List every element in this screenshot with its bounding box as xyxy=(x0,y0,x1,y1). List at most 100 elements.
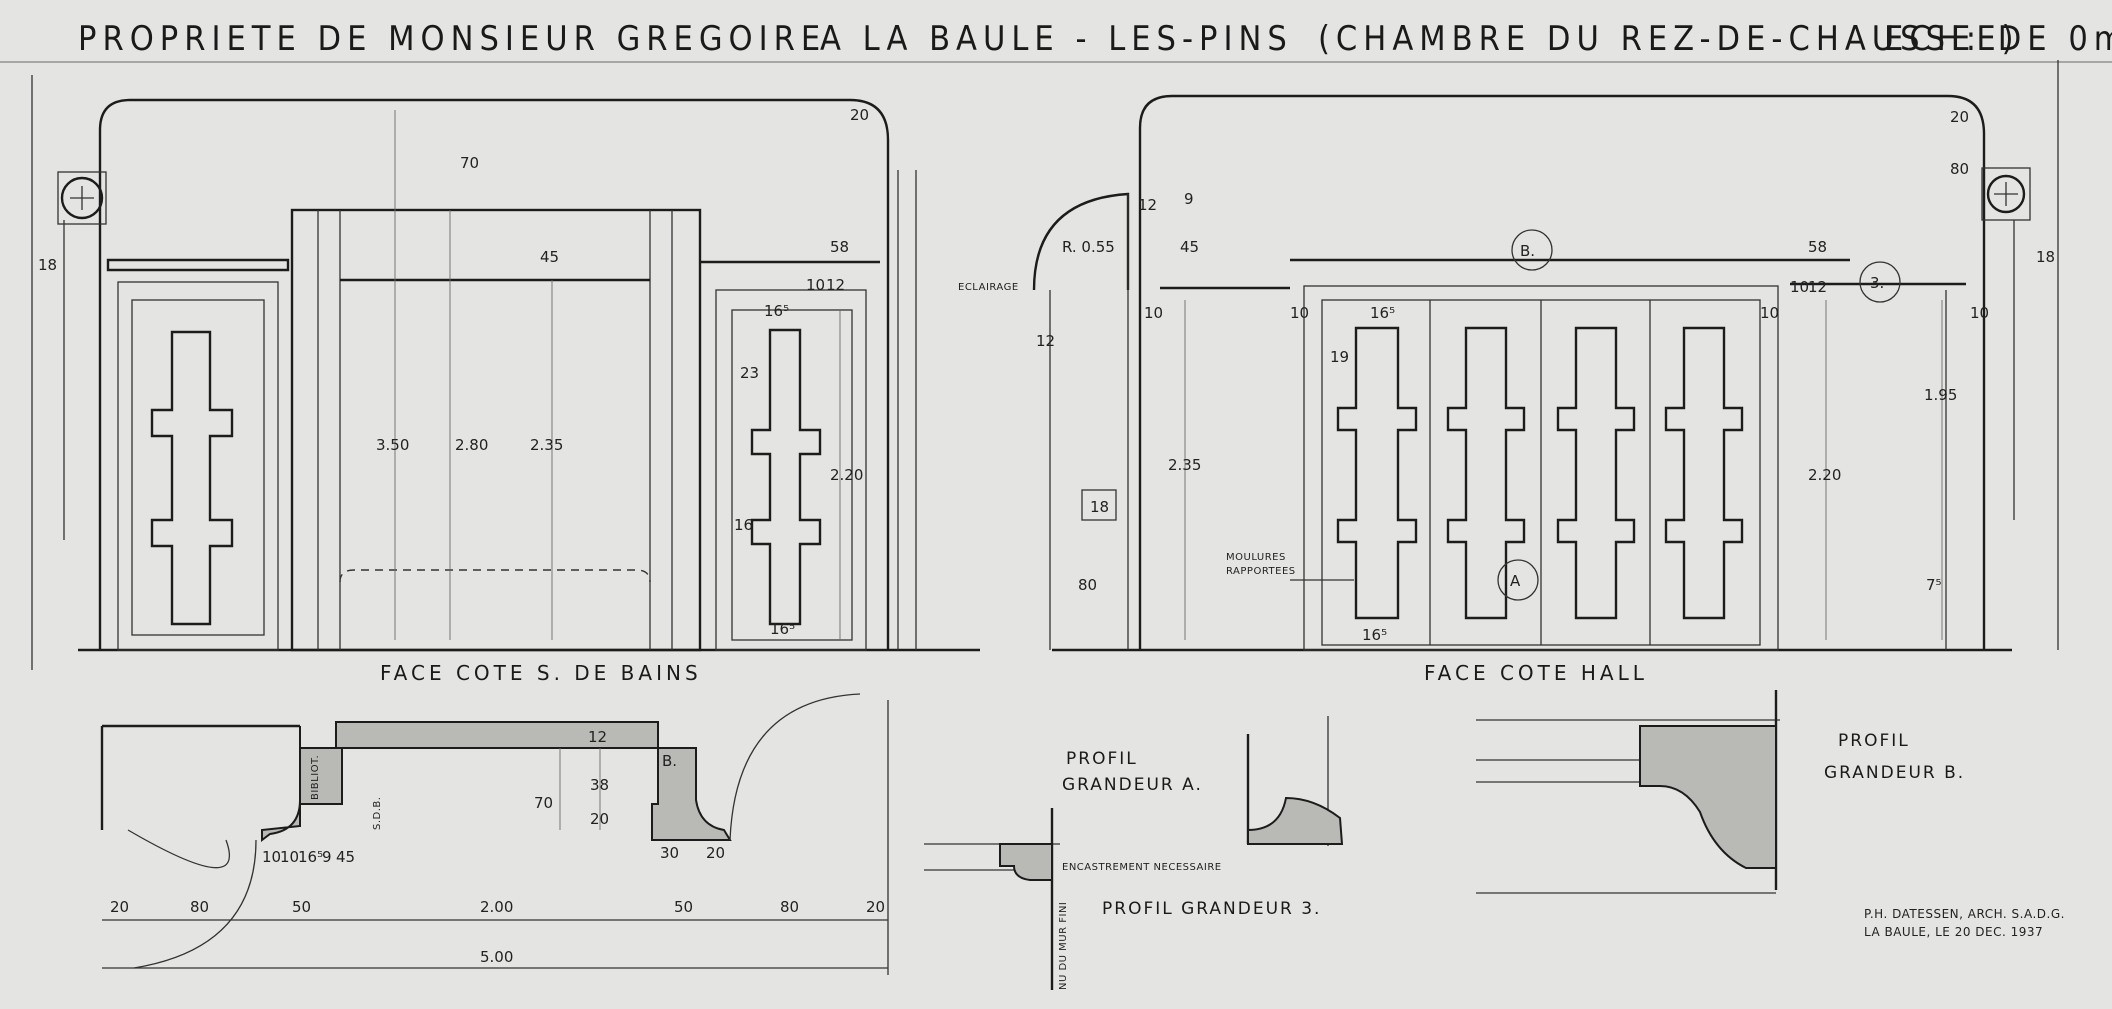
dim-220-right: 2.20 xyxy=(1808,466,1841,484)
dim-12-right: 12 xyxy=(1808,278,1827,296)
profile-3-moulding xyxy=(999,843,1053,881)
plan-dim-10-b: 10 xyxy=(280,848,299,866)
profile-b-subtitle: GRANDEUR B. xyxy=(1824,763,1965,783)
plan-door-swing-left xyxy=(127,829,231,869)
dim-350: 3.50 xyxy=(376,436,409,454)
plan-label-bibliot: BIBLIOT. xyxy=(310,755,321,800)
profile-3-encastrement: ENCASTREMENT NECESSAIRE xyxy=(1062,862,1222,873)
dim-20-top-right: 20 xyxy=(1950,108,1969,126)
dim-19: 19 xyxy=(1330,348,1349,366)
floor-plan: 20 80 50 2.00 50 80 20 5.00 12 70 38 20 … xyxy=(100,693,889,975)
plan-dim-45: 45 xyxy=(336,848,355,866)
plan-door-swing-right xyxy=(729,693,861,841)
dim-80-top-right: 80 xyxy=(1950,160,1969,178)
marker-3: 3. xyxy=(1870,274,1884,292)
left-door-leaf xyxy=(131,299,265,636)
dim-10: 10 xyxy=(806,276,825,294)
dim-10-left: 10 xyxy=(1144,304,1163,322)
marker-3-circle xyxy=(1859,261,1901,303)
light-cove xyxy=(1032,192,1130,291)
plan-dim-20-mid: 20 xyxy=(590,810,609,828)
plan-label-b: B. xyxy=(662,752,677,770)
plan-dim-50-right: 50 xyxy=(674,898,693,916)
dim-18: 18 xyxy=(38,256,57,274)
dim-10-frame-right: 10 xyxy=(1760,304,1779,322)
right-vent-circle xyxy=(1986,174,2026,214)
right-door-panel xyxy=(750,328,822,626)
plan-bed-head xyxy=(335,721,659,749)
dim-10-right: 10 xyxy=(1790,278,1809,296)
dim-70: 70 xyxy=(460,154,479,172)
wardrobe-panel-1 xyxy=(1336,326,1418,620)
profile-3: ENCASTREMENT NECESSAIRE PROFIL GRANDEUR … xyxy=(924,808,1319,990)
plan-dim-20-b: 20 xyxy=(706,844,725,862)
marker-a: A xyxy=(1510,572,1521,590)
wardrobe-panel-2 xyxy=(1446,326,1526,620)
dim-58-right: 58 xyxy=(1808,238,1827,256)
dim-10-frame: 10 xyxy=(1290,304,1309,322)
right-elevation: B. 3. A ECLAIRAGE MOULURES RAPPORTEES R.… xyxy=(958,60,2059,685)
dim-10-far-right: 10 xyxy=(1970,304,1989,322)
dim-80-right: 80 xyxy=(1078,576,1097,594)
plan-dim-50-left: 50 xyxy=(292,898,311,916)
dim-12: 12 xyxy=(826,276,845,294)
marker-a-circle xyxy=(1497,559,1539,601)
plan-dim-20-right: 20 xyxy=(866,898,885,916)
left-cornice xyxy=(106,258,290,272)
dim-165-base: 16⁵ xyxy=(1362,626,1387,644)
dim-12-left: 12 xyxy=(1036,332,1055,350)
dim-45: 45 xyxy=(540,248,559,266)
plan-dim-80-right: 80 xyxy=(780,898,799,916)
dim-18-right: 18 xyxy=(1090,498,1109,516)
dim-45-right: 45 xyxy=(1180,238,1199,256)
plan-dim-80-left: 80 xyxy=(190,898,209,916)
dim-165-right: 16⁵ xyxy=(1370,304,1395,322)
signature-block: P.H. DATESSEN, ARCH. S.A.D.G. LA BAULE, … xyxy=(1864,907,2065,939)
title-location: A LA BAULE - LES-PINS xyxy=(820,19,1293,59)
plan-dim-70-text: 70 xyxy=(534,794,553,812)
switch-plate xyxy=(1081,489,1117,521)
plan-dim-38-text: 38 xyxy=(590,776,609,794)
dim-235-right: 2.35 xyxy=(1168,456,1201,474)
left-vent-circle xyxy=(60,176,104,220)
plan-dim-30: 30 xyxy=(660,844,679,862)
right-arch-outline xyxy=(1138,94,1986,650)
title-room: (CHAMBRE DU REZ-DE-CHAUSSEE) xyxy=(1318,19,2020,59)
left-arch-outline xyxy=(98,98,890,650)
left-door-frame xyxy=(117,281,279,651)
right-vent-box xyxy=(1981,167,2031,221)
right-vent-cross xyxy=(1994,182,2018,206)
title-property: PROPRIETE DE MONSIEUR GREGOIRE xyxy=(78,19,826,59)
profile-a-subtitle: GRANDEUR A. xyxy=(1062,775,1203,795)
signature-date: LA BAULE, LE 20 DEC. 1937 xyxy=(1864,925,2043,939)
left-vent-cross xyxy=(70,186,94,210)
left-elevation: 70 45 3.50 2.80 2.35 2.20 18 58 10 12 23… xyxy=(31,75,980,685)
dim-165-top: 16⁵ xyxy=(764,302,789,320)
left-door-panel xyxy=(150,330,234,626)
niche-bed-dashed xyxy=(339,569,651,583)
plan-dim-200: 2.00 xyxy=(480,898,513,916)
profile-a-moulding xyxy=(1247,796,1344,845)
plan-dim-9: 9 xyxy=(322,848,332,866)
dim-23: 23 xyxy=(740,364,759,382)
label-moulures: MOULURES xyxy=(1226,552,1286,563)
wardrobe-panel-4 xyxy=(1664,326,1744,620)
signature-architect: P.H. DATESSEN, ARCH. S.A.D.G. xyxy=(1864,907,2065,921)
plan-bibliot-left xyxy=(261,726,301,842)
plan-dim-10-a: 10 xyxy=(262,848,281,866)
plan-dim-12: 12 xyxy=(588,728,607,746)
marker-b-circle xyxy=(1511,229,1553,271)
left-vent-box xyxy=(57,171,107,225)
dim-165-bottom: 16⁵ xyxy=(770,620,795,638)
label-rapportees: RAPPORTEES xyxy=(1226,566,1296,577)
right-door-frame xyxy=(715,289,867,651)
dim-18-far-right: 18 xyxy=(2036,248,2055,266)
dim-58: 58 xyxy=(830,238,849,256)
profile-3-nu-du-mur: NU DU MUR FINI xyxy=(1058,902,1069,990)
dim-220: 2.20 xyxy=(830,466,863,484)
dim-235: 2.35 xyxy=(530,436,563,454)
plan-bibliot-right xyxy=(651,747,732,841)
right-door-leaf xyxy=(731,309,853,641)
